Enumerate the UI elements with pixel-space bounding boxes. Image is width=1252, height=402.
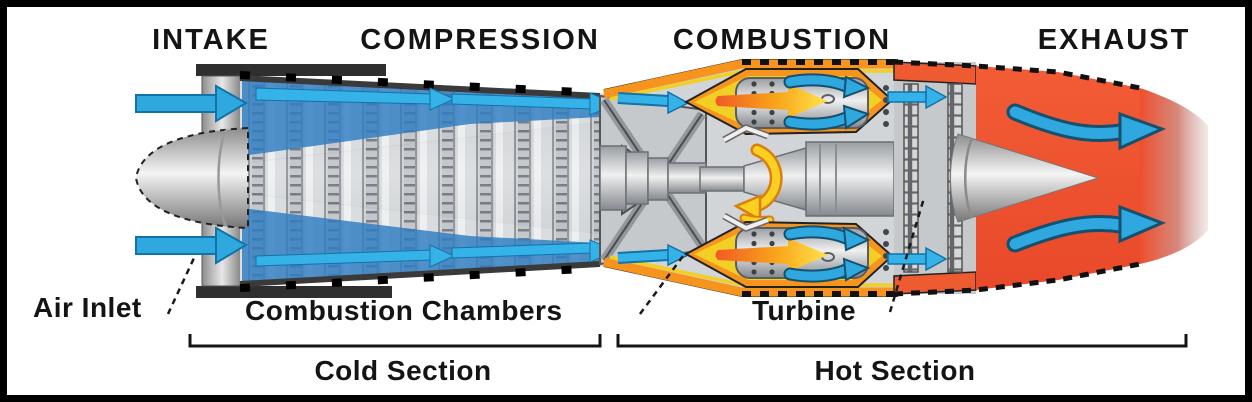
cold-section-bracket [188,334,602,348]
section-label-combustion: COMBUSTION [672,24,892,56]
exhaust-arrow-top [1006,103,1167,151]
flame-arrow-top [715,84,828,118]
callout-combustion-chambers: Combustion Chambers [245,295,563,326]
air-inlet-arrow-bottom [135,226,248,265]
airflow-arrow-chamber-top [783,73,871,131]
air-inlet-leader-line [166,257,196,315]
airflow-arrow-turbine-top [887,84,948,110]
combustion-chambers-leader-line [638,251,688,315]
airflow-streak-bottom [255,239,618,268]
airflow-arrow-transition-bottom [617,243,690,267]
air-inlet-arrow-top [135,84,248,123]
turbine-blade-row [903,83,919,273]
flame-arrow-bottom [715,238,828,272]
section-label-intake: INTAKE [152,24,270,56]
combustion-chamber-bottom [683,212,894,288]
exhaust-plume [1140,88,1208,264]
section-label-exhaust: EXHAUST [1037,24,1191,56]
callout-air-inlet: Air Inlet [33,292,142,323]
callout-turbine: Turbine [752,295,857,326]
airflow-arrow-transition-top [617,90,690,115]
turbine-leader-line [888,197,926,313]
exhaust-arrow-bottom [1006,204,1166,253]
exhaust-cone [950,133,1100,223]
hot-section-bracket [616,334,1188,348]
fuel-line-top [722,124,770,144]
combustion-chamber-top [683,68,894,144]
zone-label-cold-section: Cold Section [314,355,492,386]
zone-label-hot-section: Hot Section [814,355,976,386]
nose-cone [134,126,249,230]
airflow-streak-top [255,87,618,116]
exhaust-section [893,59,1208,297]
section-label-compression: COMPRESSION [360,24,600,56]
compressor-section [239,71,618,292]
fuel-line-bottom [722,212,770,232]
airflow-arrow-chamber-bottom [783,225,871,283]
